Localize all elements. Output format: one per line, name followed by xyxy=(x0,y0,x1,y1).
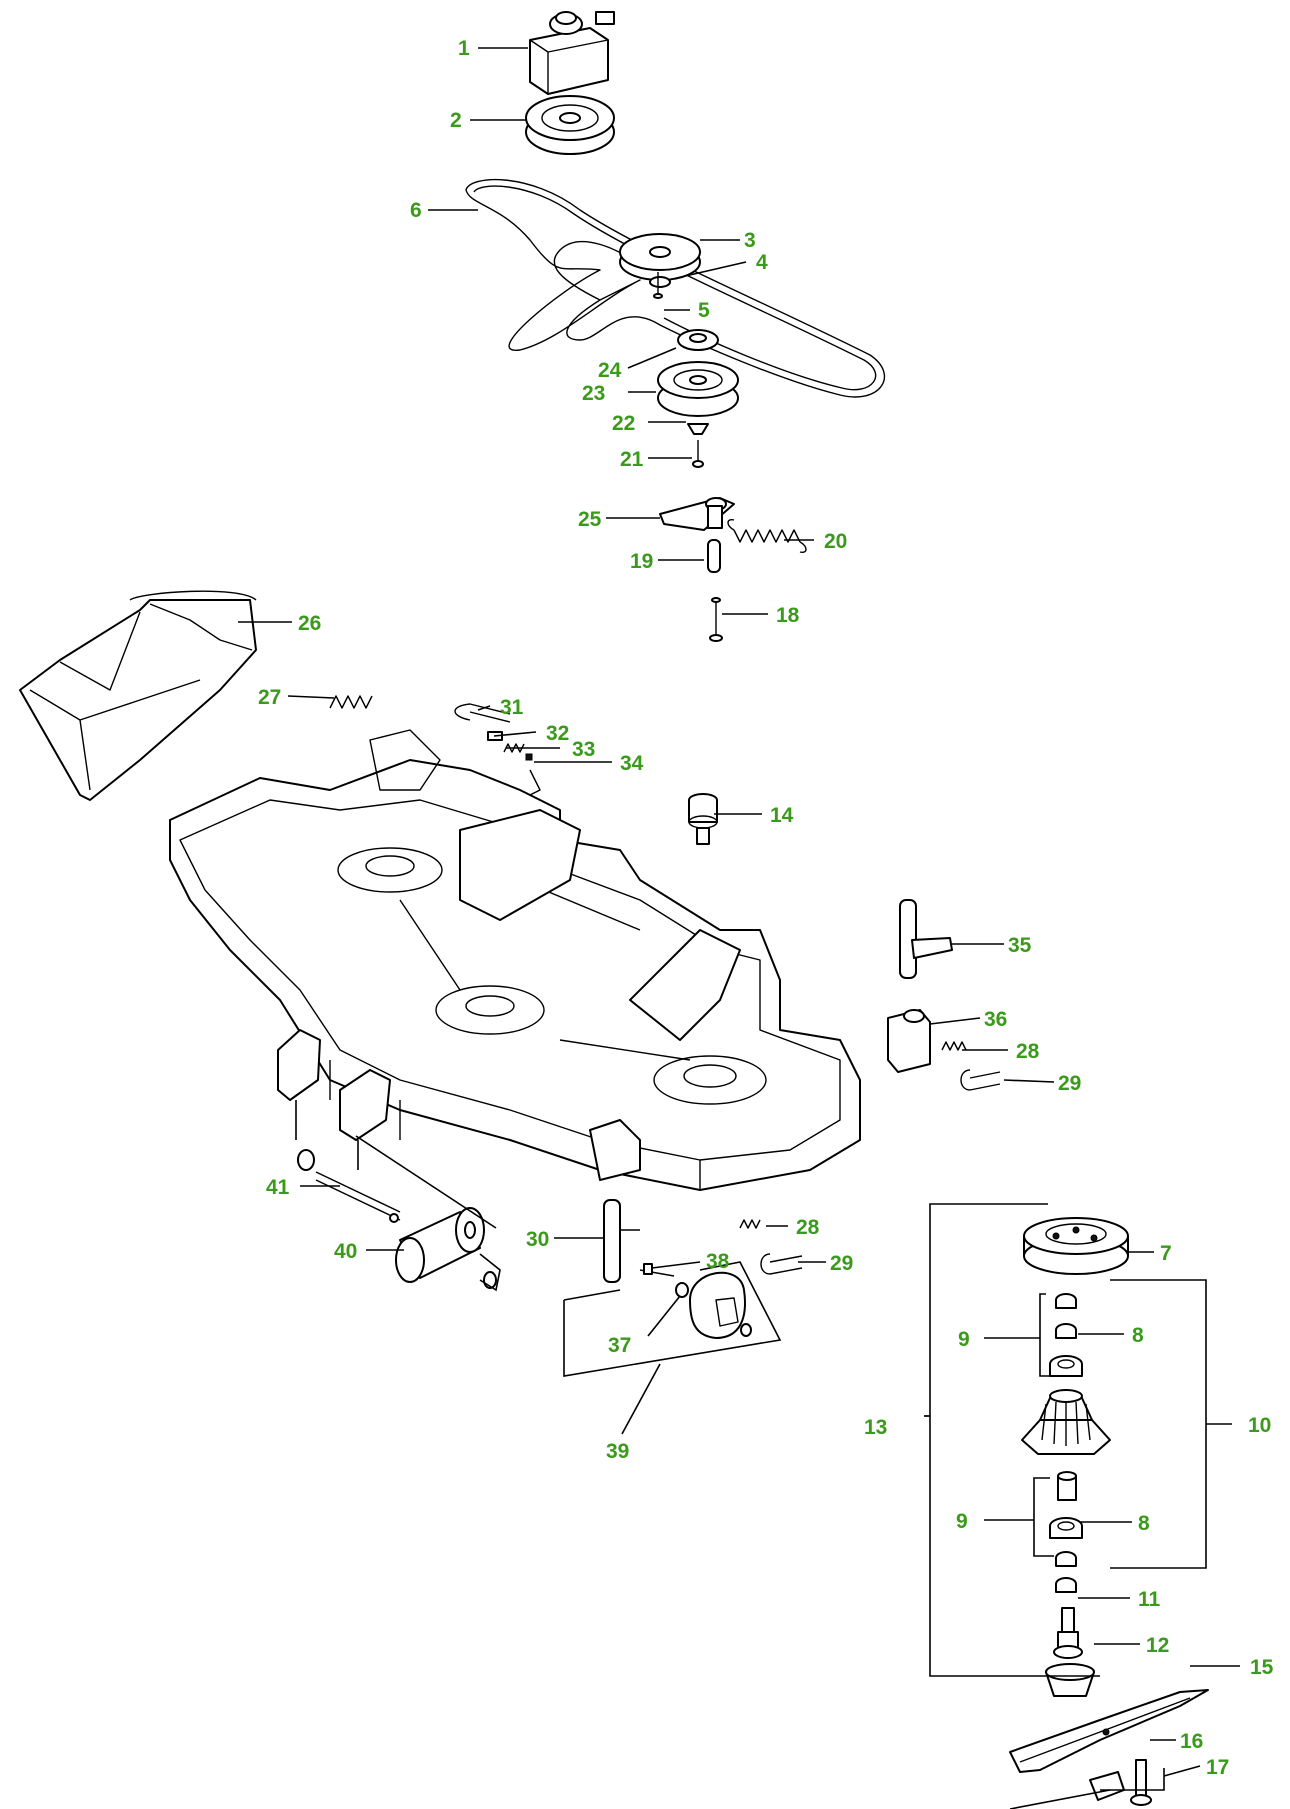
part-25-idler-bracket xyxy=(659,497,735,531)
part-deck-hangers xyxy=(277,1029,391,1170)
callout-15: 15 xyxy=(1250,1656,1274,1679)
part-6-belt xyxy=(465,178,886,398)
part-anti-scalp-wheel xyxy=(689,1271,752,1339)
part-35-pin xyxy=(899,899,953,979)
part-11-spindle-shaft xyxy=(1053,1607,1083,1659)
callout-30: 30 xyxy=(526,1228,549,1251)
callout-37: 37 xyxy=(608,1334,631,1357)
callout-11: 11 xyxy=(1138,1588,1161,1611)
part-27-spring xyxy=(329,695,373,709)
part-3-4-idler-pulley xyxy=(619,233,701,288)
part-spindle-upper-bearings xyxy=(1049,1293,1083,1377)
part-15-blade xyxy=(1009,1689,1209,1773)
callout-6: 6 xyxy=(410,199,422,222)
part-31-hairpin xyxy=(454,703,511,723)
part-29b-hairpin xyxy=(760,1253,803,1275)
part-20-spring xyxy=(727,518,807,554)
callout-36: 36 xyxy=(984,1008,1007,1031)
part-37-bushing xyxy=(675,1282,689,1298)
callout-39: 39 xyxy=(606,1440,629,1463)
callout-8-lower: 8 xyxy=(1138,1512,1150,1535)
part-22-hub xyxy=(687,423,709,435)
part-36-block xyxy=(887,1009,931,1073)
callout-35: 35 xyxy=(1008,934,1032,957)
callout-28-lower: 28 xyxy=(796,1216,820,1239)
part-24-washer xyxy=(677,329,719,351)
callout-38: 38 xyxy=(706,1250,730,1273)
callout-9-lower: 9 xyxy=(956,1510,968,1533)
part-21-bolt xyxy=(692,440,704,468)
callout-4: 4 xyxy=(756,251,768,274)
callout-27: 27 xyxy=(258,686,281,709)
callout-22: 22 xyxy=(612,412,635,435)
part-28b-spring xyxy=(739,1219,761,1229)
part-28a-spring xyxy=(941,1041,967,1051)
callout-12: 12 xyxy=(1146,1634,1169,1657)
callout-3: 3 xyxy=(744,229,756,252)
part-41-axle xyxy=(297,1149,401,1223)
part-17-washer xyxy=(1089,1771,1125,1801)
part-2-pulley xyxy=(525,95,615,155)
callout-17: 17 xyxy=(1206,1756,1229,1779)
callout-26: 26 xyxy=(298,612,321,635)
part-7-spindle-pulley xyxy=(1023,1217,1129,1275)
part-29a-hairpin xyxy=(960,1069,1001,1091)
callout-7: 7 xyxy=(1160,1242,1172,1265)
part-spindle-spacer xyxy=(1057,1471,1077,1501)
callout-25: 25 xyxy=(578,508,602,531)
callout-10: 10 xyxy=(1248,1414,1271,1437)
callout-1: 1 xyxy=(458,37,470,60)
callout-16: 16 xyxy=(1180,1730,1203,1753)
part-23-pulley xyxy=(657,361,739,417)
part-38-bolt xyxy=(639,1263,675,1277)
callout-34: 34 xyxy=(620,752,644,775)
part-12-cup xyxy=(1045,1663,1095,1697)
callout-18: 18 xyxy=(776,604,800,627)
leader-40-41-bracket xyxy=(355,1135,501,1292)
callout-29-lower: 29 xyxy=(830,1252,853,1275)
part-spindle-lower-bearings xyxy=(1049,1517,1083,1593)
part-16-bolt xyxy=(1130,1759,1152,1806)
callout-14: 14 xyxy=(770,804,794,827)
callout-31: 31 xyxy=(500,696,524,719)
callout-2: 2 xyxy=(450,109,462,132)
part-mower-deck-shell xyxy=(169,729,861,1191)
leader-lines xyxy=(238,47,1240,1809)
part-30-pin xyxy=(603,1199,640,1283)
part-40-roller xyxy=(395,1207,497,1289)
bracket-39 xyxy=(563,1261,782,1377)
callout-32: 32 xyxy=(546,722,569,745)
callout-labels: 1 2 3 4 5 6 24 23 22 21 25 20 19 18 26 2… xyxy=(258,37,1274,1779)
callout-28-right: 28 xyxy=(1016,1040,1040,1063)
part-26-discharge-chute xyxy=(19,590,257,801)
callout-23: 23 xyxy=(582,382,605,405)
callout-9-upper: 9 xyxy=(958,1328,970,1351)
callout-29-right: 29 xyxy=(1058,1072,1081,1095)
callout-40: 40 xyxy=(334,1240,357,1263)
callout-21: 21 xyxy=(620,448,644,471)
part-19-pin xyxy=(707,539,721,573)
callout-5: 5 xyxy=(698,299,710,322)
part-14-spacer xyxy=(688,793,718,845)
part-1-clutch-box xyxy=(529,11,615,95)
callout-19: 19 xyxy=(630,550,653,573)
part-spindle-housing xyxy=(1021,1389,1111,1455)
part-5-bolt xyxy=(653,272,663,299)
callout-41: 41 xyxy=(266,1176,290,1199)
callout-8-upper: 8 xyxy=(1132,1324,1144,1347)
callout-13: 13 xyxy=(864,1416,887,1439)
callout-24: 24 xyxy=(598,359,622,382)
part-18-bolt xyxy=(709,597,723,642)
callout-20: 20 xyxy=(824,530,847,553)
callout-33: 33 xyxy=(572,738,595,761)
